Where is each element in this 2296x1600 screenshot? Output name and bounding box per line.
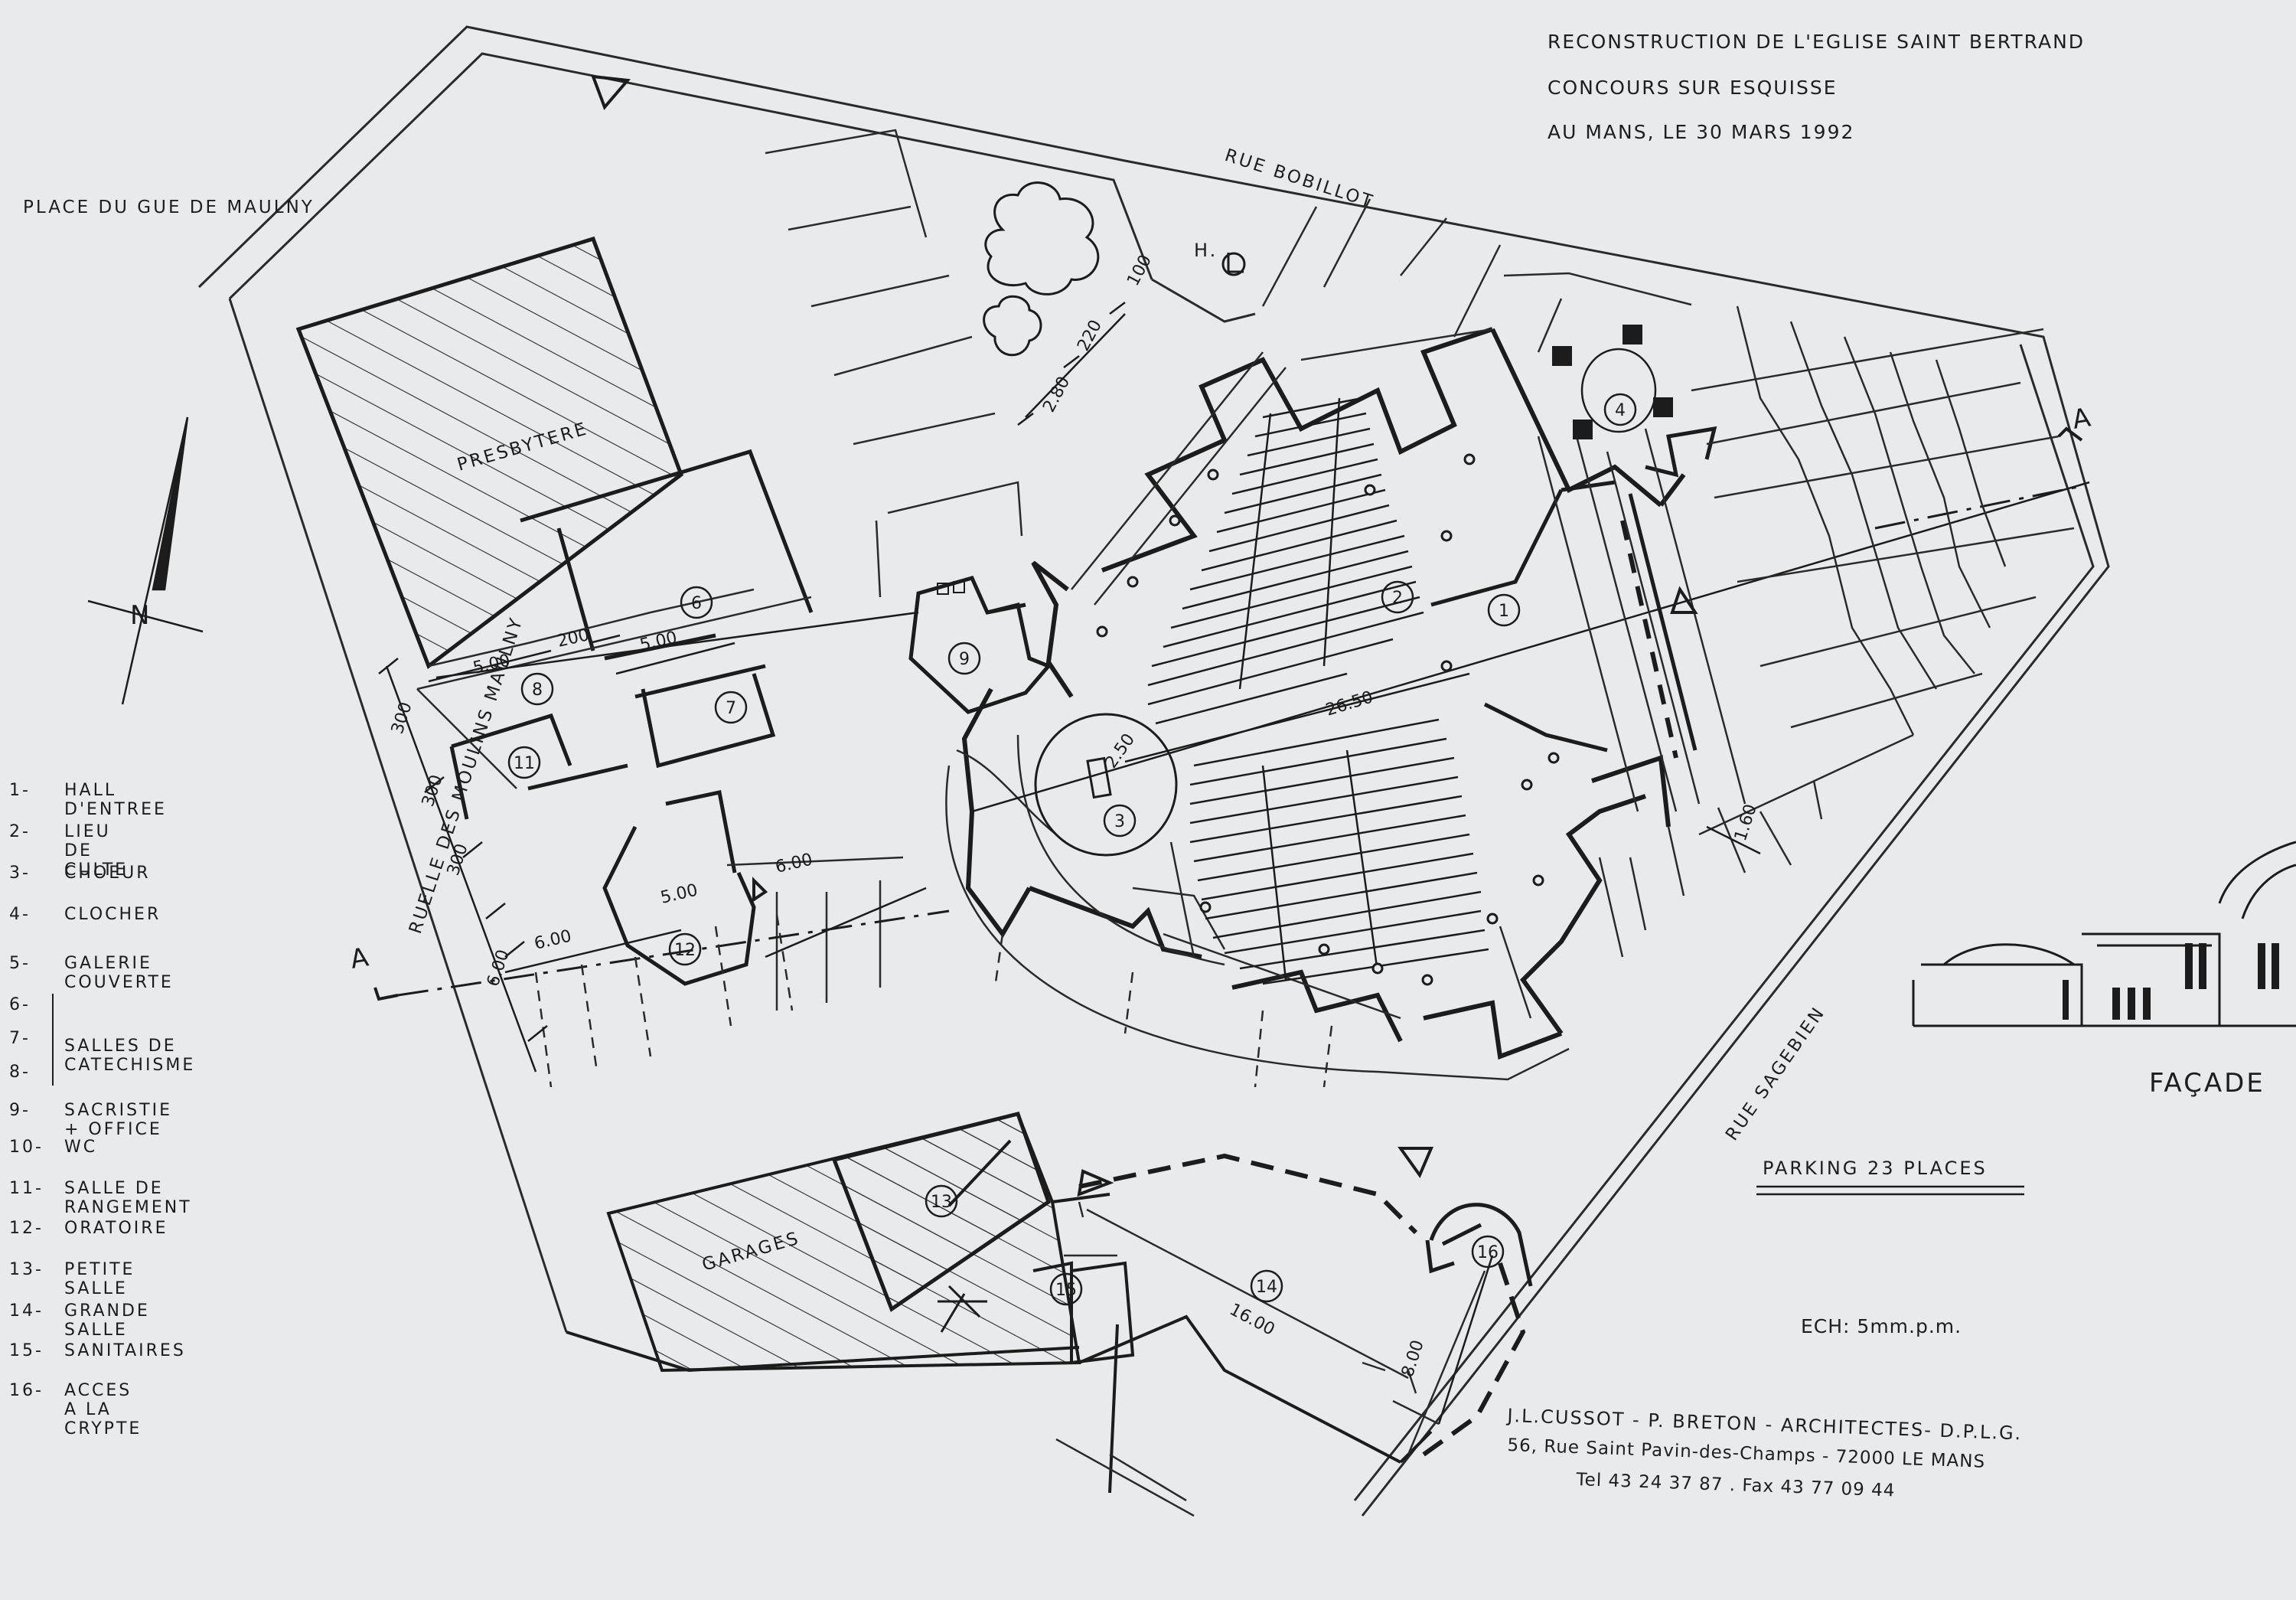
dimension-lines	[378, 302, 1761, 1425]
crypt-access	[1425, 1203, 1533, 1287]
street-place-gue-de-maulny: PLACE DU GUE DE MAULNY	[23, 198, 315, 217]
dim-160: 1.60	[1731, 802, 1761, 844]
dim-280: 2.80	[1039, 374, 1074, 416]
choir	[1034, 713, 1178, 857]
dim-220: 220	[1074, 317, 1106, 354]
room-num-16: 16	[1477, 1243, 1499, 1262]
pews-lower	[1189, 718, 1489, 985]
facade-elevation	[1912, 841, 2296, 1027]
section-a-right: A	[2070, 402, 2095, 436]
title-line-1: RECONSTRUCTION DE L'EGLISE SAINT BERTRAN…	[1548, 31, 2086, 53]
dim-500-b: 5.00	[638, 628, 679, 655]
dim-600-b: 6.00	[533, 926, 573, 953]
clocher	[1503, 272, 1692, 439]
dim-2650: 26.50	[1323, 687, 1375, 720]
hc-label: H.	[1194, 240, 1218, 261]
facade-windows	[2063, 943, 2279, 1020]
accessible-parking-icon	[1221, 252, 1246, 276]
main-axis	[435, 481, 2090, 813]
section-markers	[373, 426, 2083, 1001]
room-num-2: 2	[1392, 589, 1403, 608]
room-num-7: 7	[726, 699, 736, 718]
facade-label: FAÇADE	[2149, 1068, 2265, 1099]
parking-stalls	[765, 129, 1823, 958]
catechism-wing	[449, 449, 814, 986]
room-num-3: 3	[1114, 812, 1125, 831]
room-num-6: 6	[691, 594, 702, 613]
forecourt-paving	[1691, 305, 2075, 836]
room-legend: 1-HALL D'ENTREE 2-LIEU DE CULTE 3-CHOEUR…	[9, 781, 196, 1438]
title-line-3: AU MANS, LE 30 MARS 1992	[1548, 121, 1855, 143]
dim-250: 2.50	[1101, 730, 1139, 772]
room-num-8: 8	[532, 681, 543, 700]
dim-500-c: 5.00	[659, 880, 700, 907]
dim-100: 100	[1124, 252, 1156, 289]
room-numbers	[507, 393, 1637, 1306]
entry-markers	[590, 74, 1698, 1197]
room-num-1: 1	[1499, 602, 1509, 621]
sacristie	[908, 575, 1052, 714]
north-arrow-icon	[87, 416, 204, 705]
room-num-4: 4	[1615, 401, 1626, 420]
room-num-11: 11	[514, 754, 535, 773]
lower-buildings	[566, 1139, 1433, 1494]
dim-600-a: 6.00	[484, 948, 514, 989]
dim-200: 200	[556, 625, 592, 651]
pews-upper	[1147, 397, 1424, 725]
church-columns	[1096, 453, 1560, 986]
section-line	[397, 485, 2082, 997]
garages-building	[606, 1112, 1081, 1373]
presbytere-building	[295, 236, 683, 669]
room-num-13: 13	[931, 1193, 952, 1212]
north-label: N	[130, 600, 152, 631]
entrance-hall	[1430, 426, 1717, 753]
dim-300-a: 300	[388, 700, 416, 736]
parking-label: PARKING 23 PLACES	[1763, 1158, 1988, 1179]
section-a-left: A	[348, 942, 373, 975]
trees	[938, 181, 1100, 1333]
legend-bracket	[52, 994, 54, 1086]
dim-800: 8.00	[1398, 1338, 1428, 1380]
site-boundary	[197, 25, 2110, 1517]
title-line-2: CONCOURS SUR ESQUISSE	[1548, 77, 1838, 99]
room-num-9: 9	[959, 650, 970, 669]
room-num-15: 15	[1055, 1281, 1077, 1300]
room-num-14: 14	[1256, 1278, 1277, 1297]
scale-label: ECH: 5mm.p.m.	[1801, 1315, 1962, 1337]
room-num-12: 12	[674, 941, 696, 960]
dim-600-c: 6.00	[774, 850, 814, 877]
dim-300-b: 300	[419, 772, 447, 809]
